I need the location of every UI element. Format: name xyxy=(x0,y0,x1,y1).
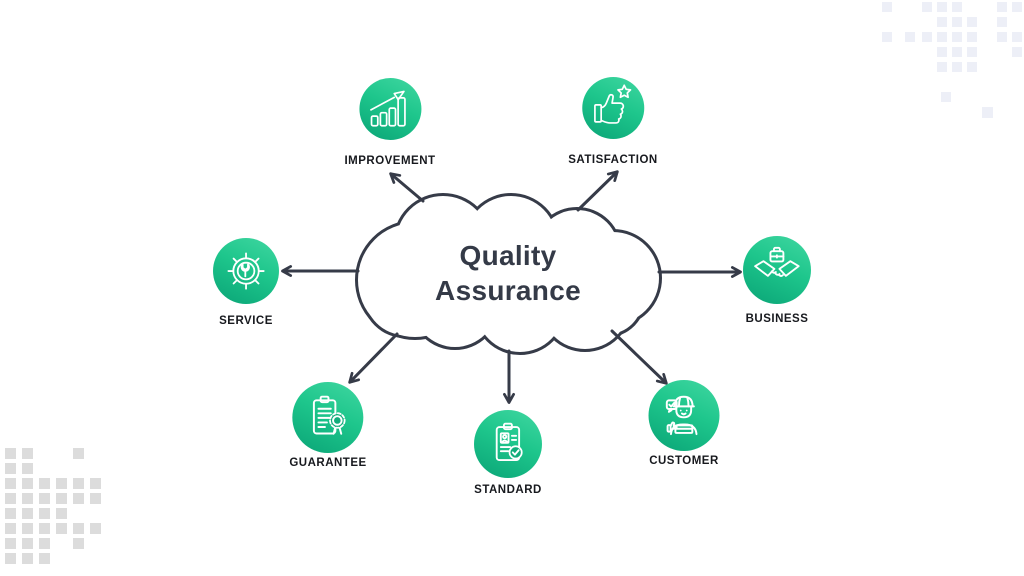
support-person-icon xyxy=(648,380,720,451)
clipboard-check-icon xyxy=(474,410,542,478)
connector-arrows xyxy=(281,170,742,404)
node-label: SERVICE xyxy=(219,315,273,327)
certificate-clipboard-icon xyxy=(292,382,364,453)
node-improvement: IMPROVEMENT xyxy=(344,78,435,167)
arrow-improvement xyxy=(389,172,425,203)
growth-chart-icon xyxy=(359,78,421,140)
arrow-guarantee xyxy=(348,332,399,384)
node-label: CUSTOMER xyxy=(649,455,719,467)
node-standard: STANDARD xyxy=(474,410,542,496)
title-line-1: Quality xyxy=(459,240,557,271)
title-line-2: Assurance xyxy=(435,275,581,306)
node-business: BUSINESS xyxy=(743,236,811,325)
node-label: SATISFACTION xyxy=(568,154,658,166)
node-customer: CUSTOMER xyxy=(648,380,720,467)
node-label: IMPROVEMENT xyxy=(344,155,436,167)
handshake-briefcase-icon xyxy=(743,236,811,304)
pixel-pattern-top-right xyxy=(882,2,1022,118)
gear-wrench-icon xyxy=(213,238,279,304)
node-service: SERVICE xyxy=(213,238,279,327)
node-label: GUARANTEE xyxy=(289,457,367,469)
node-satisfaction: SATISFACTION xyxy=(568,77,657,166)
thumbs-up-star-icon xyxy=(581,77,644,139)
pixel-pattern-bottom-left xyxy=(5,448,101,564)
arrow-customer xyxy=(610,329,668,385)
node-label: BUSINESS xyxy=(745,313,809,325)
arrow-satisfaction xyxy=(576,170,619,212)
node-label: STANDARD xyxy=(474,484,542,496)
cloud-shape xyxy=(355,193,662,355)
node-guarantee: GUARANTEE xyxy=(289,382,366,469)
diagram-title: Quality Assurance xyxy=(435,238,581,308)
